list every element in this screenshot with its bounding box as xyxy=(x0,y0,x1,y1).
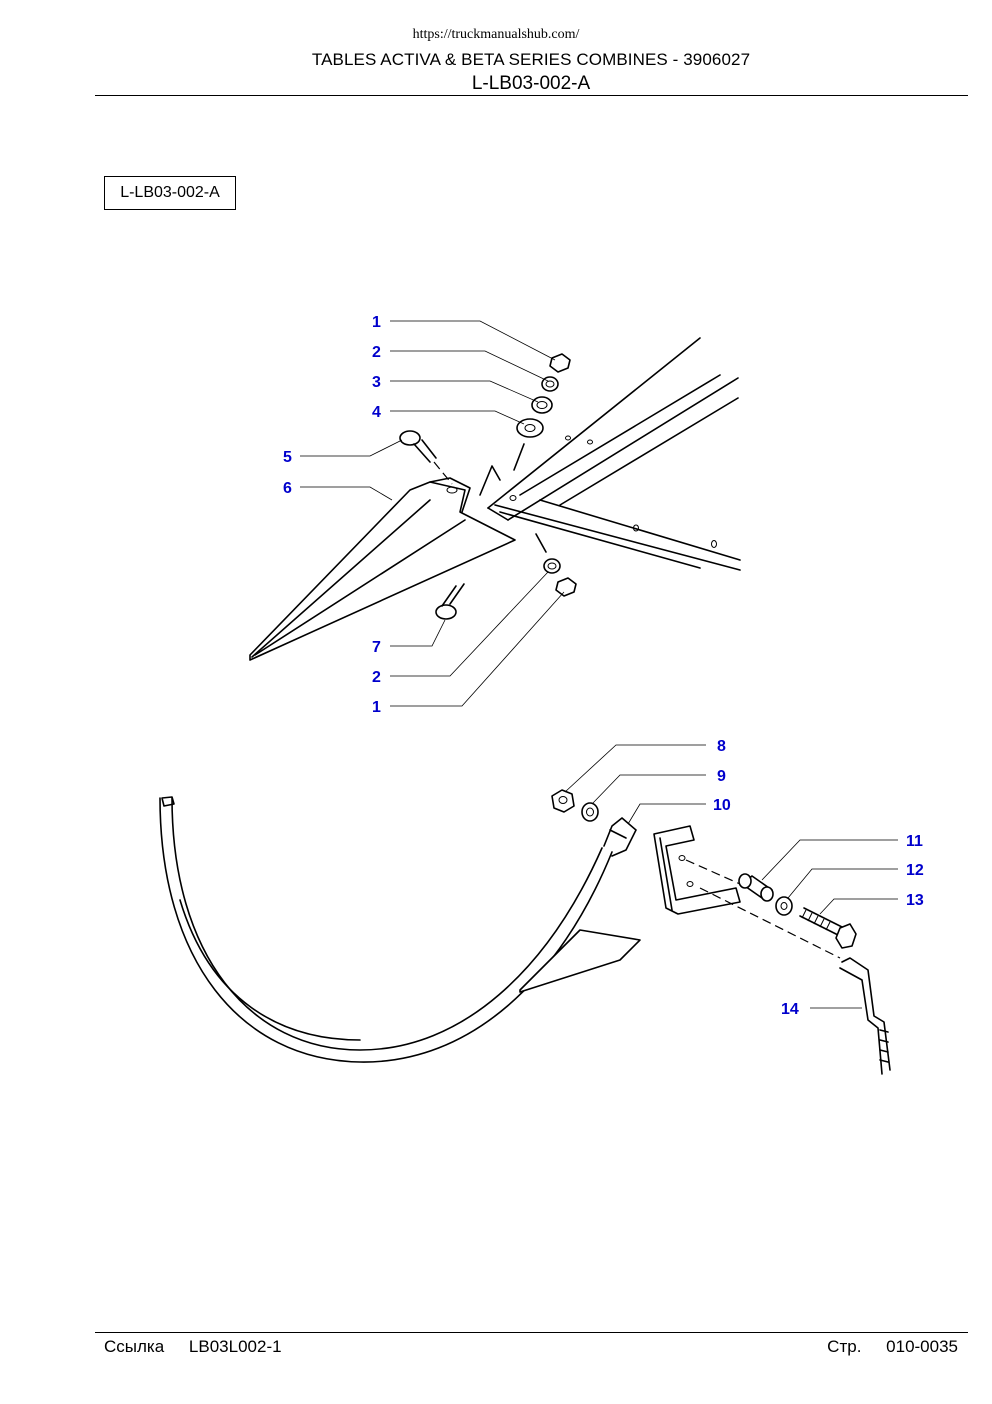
callout-13: 13 xyxy=(906,892,924,909)
crop-divider-point xyxy=(249,465,516,661)
footer-page-label: Стр. xyxy=(827,1337,862,1356)
spring-clip-14 xyxy=(839,957,891,1075)
callout-9: 9 xyxy=(717,768,726,785)
callout-14: 14 xyxy=(781,1001,799,1018)
callout-4: 4 xyxy=(372,404,381,421)
callout-8: 8 xyxy=(717,738,726,755)
spacer-bushing xyxy=(738,873,774,902)
hardware-stack-top xyxy=(513,353,571,471)
cutter-bar-assembly xyxy=(487,337,741,571)
footer-divider xyxy=(95,1332,968,1333)
hardware-stack-bottom xyxy=(535,533,577,597)
reference-box: L-LB03-002-A xyxy=(104,176,236,210)
leader-lines-lower xyxy=(564,744,898,1009)
callout-2-bottom: 2 xyxy=(372,669,381,686)
footer-page: Стр. 010-0035 xyxy=(827,1337,958,1357)
callout-11: 11 xyxy=(906,833,923,850)
callout-5: 5 xyxy=(283,449,292,466)
callout-7: 7 xyxy=(372,639,381,656)
footer-ref-value: LB03L002-1 xyxy=(188,1337,282,1356)
leader-lines-upper xyxy=(300,320,565,707)
header-divider xyxy=(95,95,968,96)
callout-6: 6 xyxy=(283,480,292,497)
callout-2-top: 2 xyxy=(372,344,381,361)
mounting-bracket xyxy=(653,825,841,959)
source-url: https://truckmanualshub.com/ xyxy=(412,27,580,42)
curved-lifter-rod xyxy=(159,796,641,1063)
callout-10: 10 xyxy=(713,797,731,814)
callout-3: 3 xyxy=(372,374,381,391)
footer-page-value: 010-0035 xyxy=(886,1337,958,1356)
callout-labels: 1 2 3 4 5 6 7 2 1 8 9 10 11 12 13 14 xyxy=(283,314,924,1018)
washer-12 xyxy=(775,896,793,916)
carriage-bolt-lower xyxy=(435,583,465,620)
nut-and-washer-lower xyxy=(551,789,599,822)
carriage-bolt-upper xyxy=(399,430,453,485)
callout-1-top: 1 xyxy=(372,314,381,331)
document-title: TABLES ACTIVA & BETA SERIES COMBINES - 3… xyxy=(311,50,751,69)
footer-reference: Ссылка LB03L002-1 xyxy=(104,1337,282,1357)
footer-ref-label: Ссылка xyxy=(104,1337,165,1356)
hex-bolt-13 xyxy=(799,907,857,949)
document-code: L-LB03-002-A xyxy=(471,73,591,94)
callout-12: 12 xyxy=(906,862,924,879)
callout-1-bottom: 1 xyxy=(372,699,381,716)
